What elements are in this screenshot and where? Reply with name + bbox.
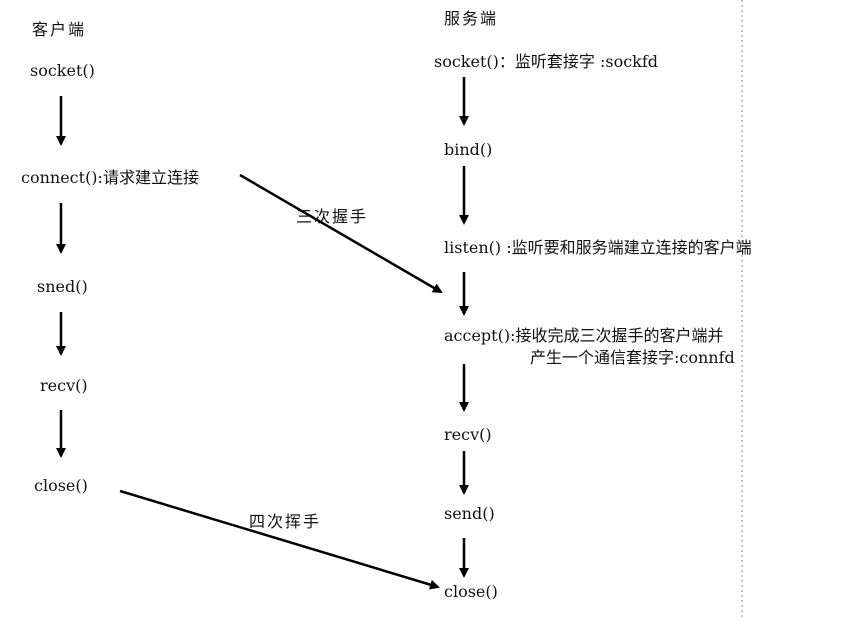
server-step-recv: recv() [444, 425, 492, 444]
wave-arrow [119, 489, 440, 590]
handshake-arrow [239, 173, 443, 294]
server-step-accept: accept():接收完成三次握手的客户端并 [444, 326, 724, 345]
server-step-socket: socket()：监听套接字 :sockfd [434, 52, 659, 71]
wave-label: 四次挥手 [249, 512, 322, 531]
server-step-bind: bind() [444, 140, 493, 159]
server-step-listen: listen() :监听要和服务端建立连接的客户端 [444, 238, 752, 257]
handshake-label: 三次握手 [296, 207, 369, 226]
client-step-connect: connect():请求建立连接 [21, 168, 199, 187]
client-step-recv: recv() [40, 376, 88, 395]
server-step-send: send() [444, 504, 495, 523]
client-step-socket: socket() [30, 61, 95, 80]
client-step-close: close() [34, 476, 88, 495]
client-header: 客户端 [32, 20, 87, 39]
client-step-send: sned() [37, 277, 88, 296]
server-step-close: close() [444, 582, 498, 601]
server-header: 服务端 [444, 9, 499, 28]
server-step-accept-note: 产生一个通信套接字:connfd [530, 348, 735, 367]
